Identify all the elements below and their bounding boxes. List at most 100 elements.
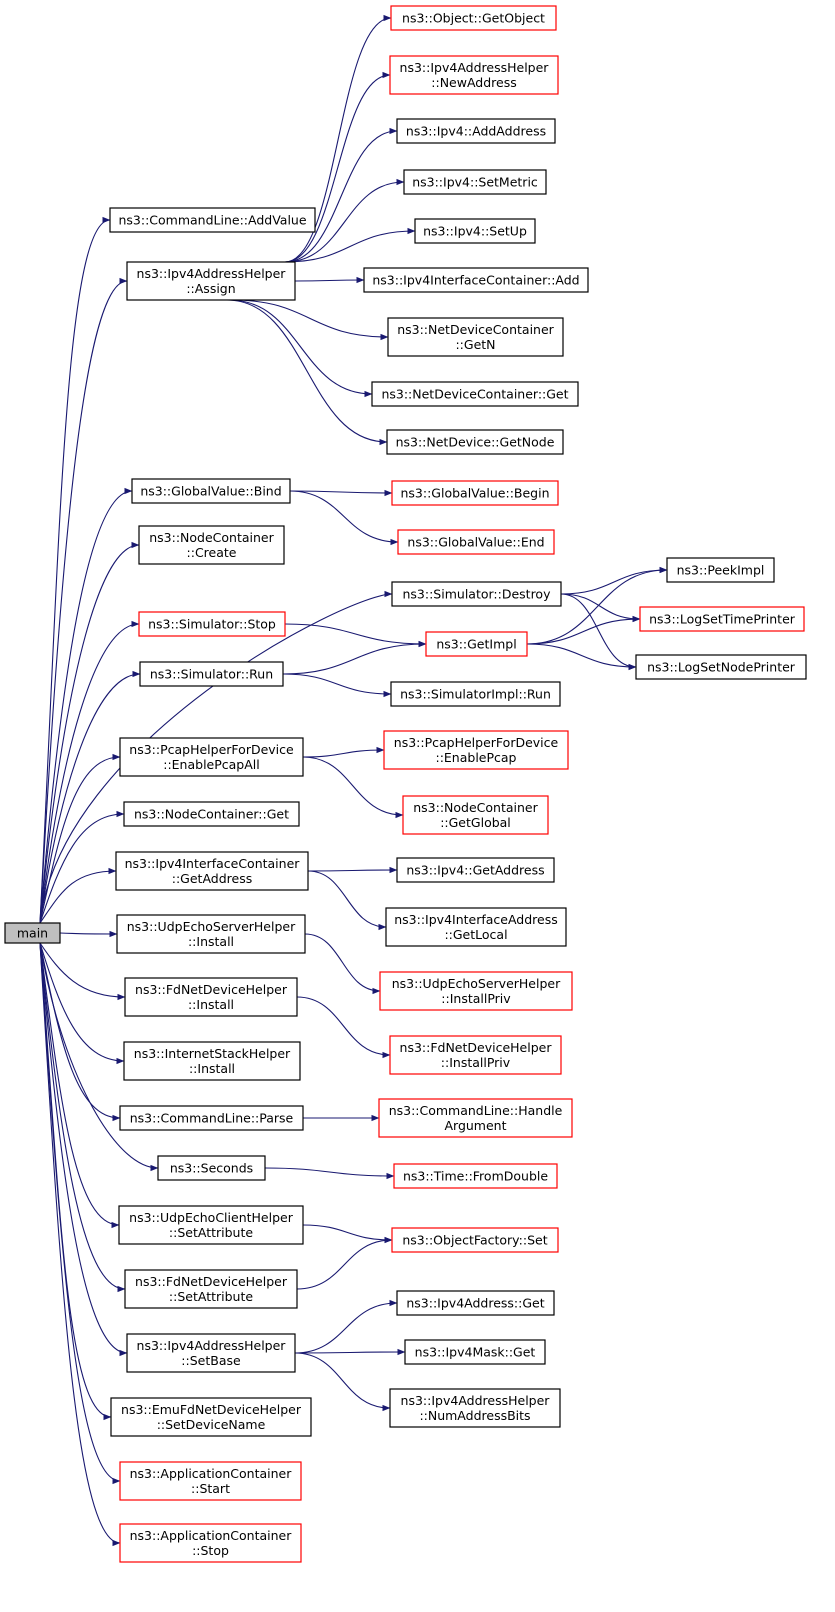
node-label: ns3::Ipv4::GetAddress xyxy=(406,863,544,878)
node-label: ns3::Simulator::Run xyxy=(150,667,273,682)
node-peekimpl[interactable]: ns3::PeekImpl xyxy=(666,557,775,583)
node-box xyxy=(138,525,285,565)
edge-seconds-to-time_fromdouble xyxy=(264,1167,395,1180)
node-ipv4ia_getlocal[interactable]: ns3::Ipv4InterfaceAddress::GetLocal xyxy=(385,907,567,947)
node-label: ::InstallPriv xyxy=(441,991,511,1006)
node-ipv4ic_getaddr[interactable]: ns3::Ipv4InterfaceContainer::GetAddress xyxy=(115,851,309,891)
node-time_fromdouble[interactable]: ns3::Time::FromDouble xyxy=(393,1163,558,1189)
node-nd_getnode[interactable]: ns3::NetDevice::GetNode xyxy=(386,429,564,455)
node-emufd_setdev[interactable]: ns3::EmuFdNetDeviceHelper::SetDeviceName xyxy=(110,1397,312,1437)
node-ipv4_setup[interactable]: ns3::Ipv4::SetUp xyxy=(414,218,536,244)
node-label: ns3::GetImpl xyxy=(436,637,516,652)
edges-layer xyxy=(39,14,668,1547)
node-gv_begin[interactable]: ns3::GlobalValue::Begin xyxy=(391,480,559,506)
node-gv_end[interactable]: ns3::GlobalValue::End xyxy=(397,529,555,555)
node-ues_install[interactable]: ns3::UdpEchoServerHelper::Install xyxy=(116,914,306,954)
node-main[interactable]: main xyxy=(4,922,61,944)
node-label: ::GetLocal xyxy=(444,927,507,942)
node-label: ns3::Simulator::Stop xyxy=(148,617,276,632)
node-label: ns3::EmuFdNetDeviceHelper xyxy=(121,1402,302,1417)
node-sim_destroy[interactable]: ns3::Simulator::Destroy xyxy=(391,581,562,607)
node-label: ns3::CommandLine::Parse xyxy=(130,1111,294,1126)
node-ipv4ah_newaddr[interactable]: ns3::Ipv4AddressHelper::NewAddress xyxy=(389,55,559,95)
node-box xyxy=(403,169,547,195)
node-fdnd_install[interactable]: ns3::FdNetDeviceHelper::Install xyxy=(124,977,298,1017)
node-nc_create[interactable]: ns3::NodeContainer::Create xyxy=(138,525,285,565)
edge-ipv4ah_assign-to-obj_getobject xyxy=(284,14,392,263)
edge-main-to-uec_setattr xyxy=(39,942,120,1229)
node-label: ::Stop xyxy=(192,1543,229,1558)
node-ipv4ah_setbase[interactable]: ns3::Ipv4AddressHelper::SetBase xyxy=(126,1333,296,1373)
node-box xyxy=(123,1041,301,1081)
node-ipv4ic_add[interactable]: ns3::Ipv4InterfaceContainer::Add xyxy=(363,267,589,293)
node-box xyxy=(389,1388,561,1428)
node-cl_addvalue[interactable]: ns3::CommandLine::AddValue xyxy=(109,207,316,233)
node-cl_parse[interactable]: ns3::CommandLine::Parse xyxy=(119,1105,304,1131)
node-ac_stop[interactable]: ns3::ApplicationContainer::Stop xyxy=(119,1523,302,1563)
node-sim_stop[interactable]: ns3::Simulator::Stop xyxy=(138,611,286,637)
node-log_nodeprinter[interactable]: ns3::LogSetNodePrinter xyxy=(635,654,807,680)
node-label: ns3::UdpEchoServerHelper xyxy=(127,919,296,934)
node-ipv4ah_numbits[interactable]: ns3::Ipv4AddressHelper::NumAddressBits xyxy=(389,1388,561,1428)
node-label: ns3::FdNetDeviceHelper xyxy=(135,1274,288,1289)
node-box xyxy=(402,795,549,835)
node-fdnd_installpriv[interactable]: ns3::FdNetDeviceHelper::InstallPriv xyxy=(389,1035,562,1075)
edge-sim_run-to-simimpl_run xyxy=(282,673,392,698)
node-ipv4addr_get[interactable]: ns3::Ipv4Address::Get xyxy=(396,1290,555,1316)
node-box xyxy=(396,1290,555,1316)
node-box xyxy=(139,661,284,687)
node-box xyxy=(109,207,316,233)
node-box xyxy=(396,857,555,883)
node-label: ns3::NodeContainer xyxy=(149,530,274,545)
node-of_set[interactable]: ns3::ObjectFactory::Set xyxy=(391,1227,559,1253)
node-ac_start[interactable]: ns3::ApplicationContainer::Start xyxy=(119,1461,302,1501)
edge-fdnd_setattr-to-of_set xyxy=(296,1236,393,1290)
node-ish_install[interactable]: ns3::InternetStackHelper::Install xyxy=(123,1041,301,1081)
node-ipv4mask_get[interactable]: ns3::Ipv4Mask::Get xyxy=(404,1339,546,1365)
node-getimpl[interactable]: ns3::GetImpl xyxy=(425,631,528,657)
node-ndc_getn[interactable]: ns3::NetDeviceContainer::GetN xyxy=(387,317,564,357)
node-fdnd_setattr[interactable]: ns3::FdNetDeviceHelper::SetAttribute xyxy=(124,1269,298,1309)
edge-sim_destroy-to-log_nodeprinter xyxy=(560,593,637,671)
node-label: ns3::FdNetDeviceHelper xyxy=(135,982,288,997)
node-label: ns3::Ipv4::AddAddress xyxy=(406,124,546,139)
node-box xyxy=(4,922,61,944)
node-ipv4_getaddr[interactable]: ns3::Ipv4::GetAddress xyxy=(396,857,555,883)
node-pcap_enable[interactable]: ns3::PcapHelperForDevice::EnablePcap xyxy=(383,730,569,770)
node-seconds[interactable]: ns3::Seconds xyxy=(157,1155,266,1181)
node-box xyxy=(387,317,564,357)
node-nc_getglobal[interactable]: ns3::NodeContainer::GetGlobal xyxy=(402,795,549,835)
node-label: ::GetN xyxy=(455,337,495,352)
node-box xyxy=(391,581,562,607)
node-ues_installpriv[interactable]: ns3::UdpEchoServerHelper::InstallPriv xyxy=(379,971,573,1011)
node-obj_getobject[interactable]: ns3::Object::GetObject xyxy=(390,5,557,31)
node-label: ::NewAddress xyxy=(431,75,516,90)
node-gv_bind[interactable]: ns3::GlobalValue::Bind xyxy=(131,478,291,504)
node-label: ns3::NodeContainer xyxy=(413,800,538,815)
node-label: ::EnablePcapAll xyxy=(163,757,260,772)
node-ipv4_addaddr[interactable]: ns3::Ipv4::AddAddress xyxy=(396,118,556,144)
node-label: ::GetGlobal xyxy=(440,815,511,830)
node-sim_run[interactable]: ns3::Simulator::Run xyxy=(139,661,284,687)
node-box xyxy=(390,681,561,707)
node-box xyxy=(371,381,579,407)
node-box xyxy=(639,606,805,632)
node-label: ns3::NodeContainer::Get xyxy=(134,807,289,822)
edge-main-to-fdnd_install xyxy=(39,942,126,1001)
node-box xyxy=(123,801,300,827)
node-pcap_all[interactable]: ns3::PcapHelperForDevice::EnablePcapAll xyxy=(119,737,304,777)
node-ipv4_setmetric[interactable]: ns3::Ipv4::SetMetric xyxy=(403,169,547,195)
edge-ues_install-to-ues_installpriv xyxy=(304,933,381,995)
edge-ipv4ic_getaddr-to-ipv4_getaddr xyxy=(307,866,398,874)
node-uec_setattr[interactable]: ns3::UdpEchoClientHelper::SetAttribute xyxy=(118,1205,304,1245)
node-log_timeprinter[interactable]: ns3::LogSetTimePrinter xyxy=(639,606,805,632)
node-nc_get[interactable]: ns3::NodeContainer::Get xyxy=(123,801,300,827)
node-ipv4ah_assign[interactable]: ns3::Ipv4AddressHelper::Assign xyxy=(126,261,296,301)
node-box xyxy=(118,1205,304,1245)
node-simimpl_run[interactable]: ns3::SimulatorImpl::Run xyxy=(390,681,561,707)
node-label: ns3::Ipv4Address::Get xyxy=(406,1296,544,1311)
node-box xyxy=(116,914,306,954)
node-ndc_get[interactable]: ns3::NetDeviceContainer::Get xyxy=(371,381,579,407)
node-label: ns3::UdpEchoClientHelper xyxy=(129,1210,294,1225)
